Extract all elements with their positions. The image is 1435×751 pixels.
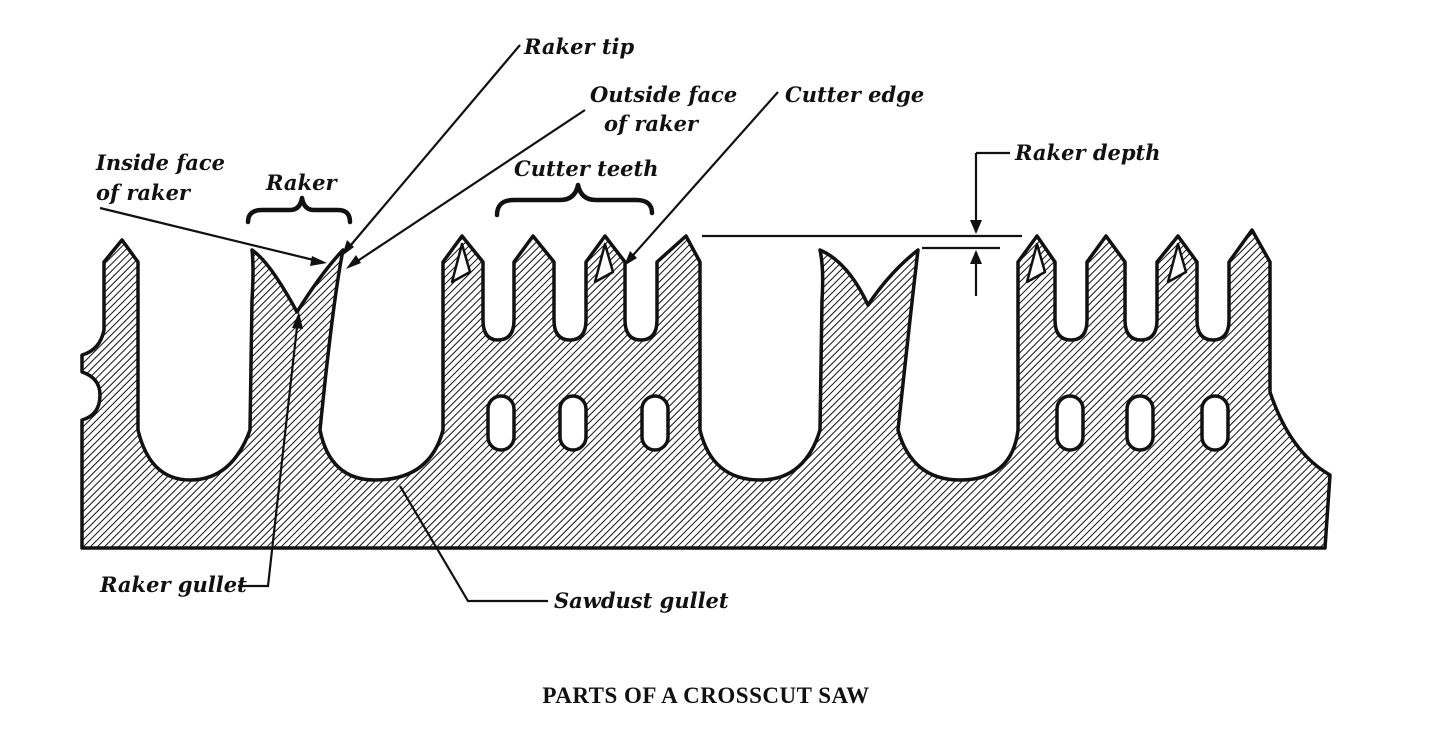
arrowhead-icon: [624, 251, 637, 266]
label-outside-face-line1: Outside face: [590, 82, 737, 107]
relief-hole: [1125, 394, 1155, 452]
saw-blade: [80, 228, 1332, 550]
label-cutter-teeth: Cutter teeth: [514, 156, 659, 181]
outside-face-leader: [349, 109, 586, 267]
tooth-bevel: [1166, 242, 1188, 284]
label-raker-gullet: Raker gullet: [99, 572, 247, 597]
arrowhead-icon: [342, 240, 354, 256]
label-sawdust-gullet: Sawdust gullet: [554, 588, 729, 613]
label-inside-face-line2: of raker: [96, 180, 192, 205]
raker-gullet-leader: [238, 317, 300, 588]
label-inside-face-line1: Inside face: [95, 150, 225, 175]
relief-hole: [1055, 394, 1085, 452]
arrowhead-icon: [346, 255, 361, 269]
arrowhead-icon: [970, 220, 982, 234]
raker-tip-leader: [344, 44, 521, 253]
figure-title: PARTS OF A CROSSCUT SAW: [542, 683, 869, 708]
relief-hole: [558, 394, 588, 452]
label-raker-tip: Raker tip: [523, 34, 635, 59]
arrowhead-icon: [310, 256, 327, 266]
inside-face-leader: [99, 206, 323, 264]
relief-hole: [486, 394, 516, 452]
raker-brace: [245, 195, 353, 225]
sawdust-gullet-leader: [399, 485, 548, 603]
label-outside-face-line2: of raker: [604, 111, 700, 136]
tooth-bevel: [450, 242, 472, 284]
tooth-bevel: [593, 242, 615, 284]
label-raker-depth: Raker depth: [1014, 140, 1161, 165]
arrowhead-icon: [292, 312, 303, 329]
label-raker: Raker: [265, 170, 338, 195]
cutter-teeth-brace: [494, 182, 655, 218]
tooth-bevel: [1025, 242, 1047, 284]
arrowhead-icon: [970, 250, 982, 264]
label-cutter-edge: Cutter edge: [785, 82, 924, 107]
relief-hole: [1200, 394, 1230, 452]
relief-hole: [640, 394, 670, 452]
cutter-edge-leader: [626, 91, 779, 263]
